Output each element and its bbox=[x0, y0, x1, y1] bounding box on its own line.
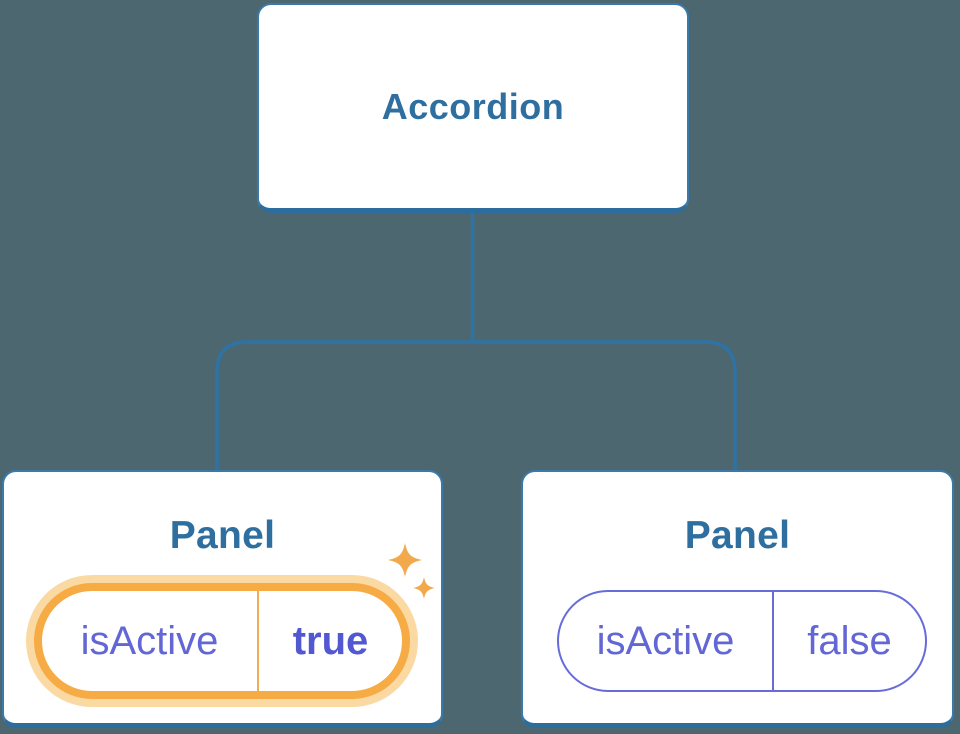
pill-divider bbox=[772, 592, 774, 690]
accordion-node-label: Accordion bbox=[381, 85, 565, 127]
sparkle-small bbox=[413, 577, 435, 599]
pill-divider bbox=[257, 591, 259, 691]
prop-value-label: true bbox=[292, 618, 369, 663]
prop-pill-isactive-true: isActive true bbox=[34, 583, 410, 699]
panel-node-active: Panel isActive true bbox=[2, 470, 443, 728]
panel-node-title: Panel bbox=[169, 514, 276, 557]
prop-name-label: isActive bbox=[80, 618, 219, 663]
connector-branch bbox=[215, 340, 737, 470]
sparkle-icon bbox=[388, 543, 435, 599]
prop-name-label: isActive bbox=[596, 618, 735, 663]
prop-pill-isactive-false: isActive false bbox=[557, 590, 927, 692]
panel-node-inactive: Panel isActive false bbox=[521, 470, 954, 728]
sparkle-large bbox=[388, 543, 422, 577]
prop-value-label: false bbox=[807, 618, 892, 663]
panel-node-title: Panel bbox=[684, 514, 791, 557]
accordion-node: Accordion bbox=[257, 3, 689, 213]
